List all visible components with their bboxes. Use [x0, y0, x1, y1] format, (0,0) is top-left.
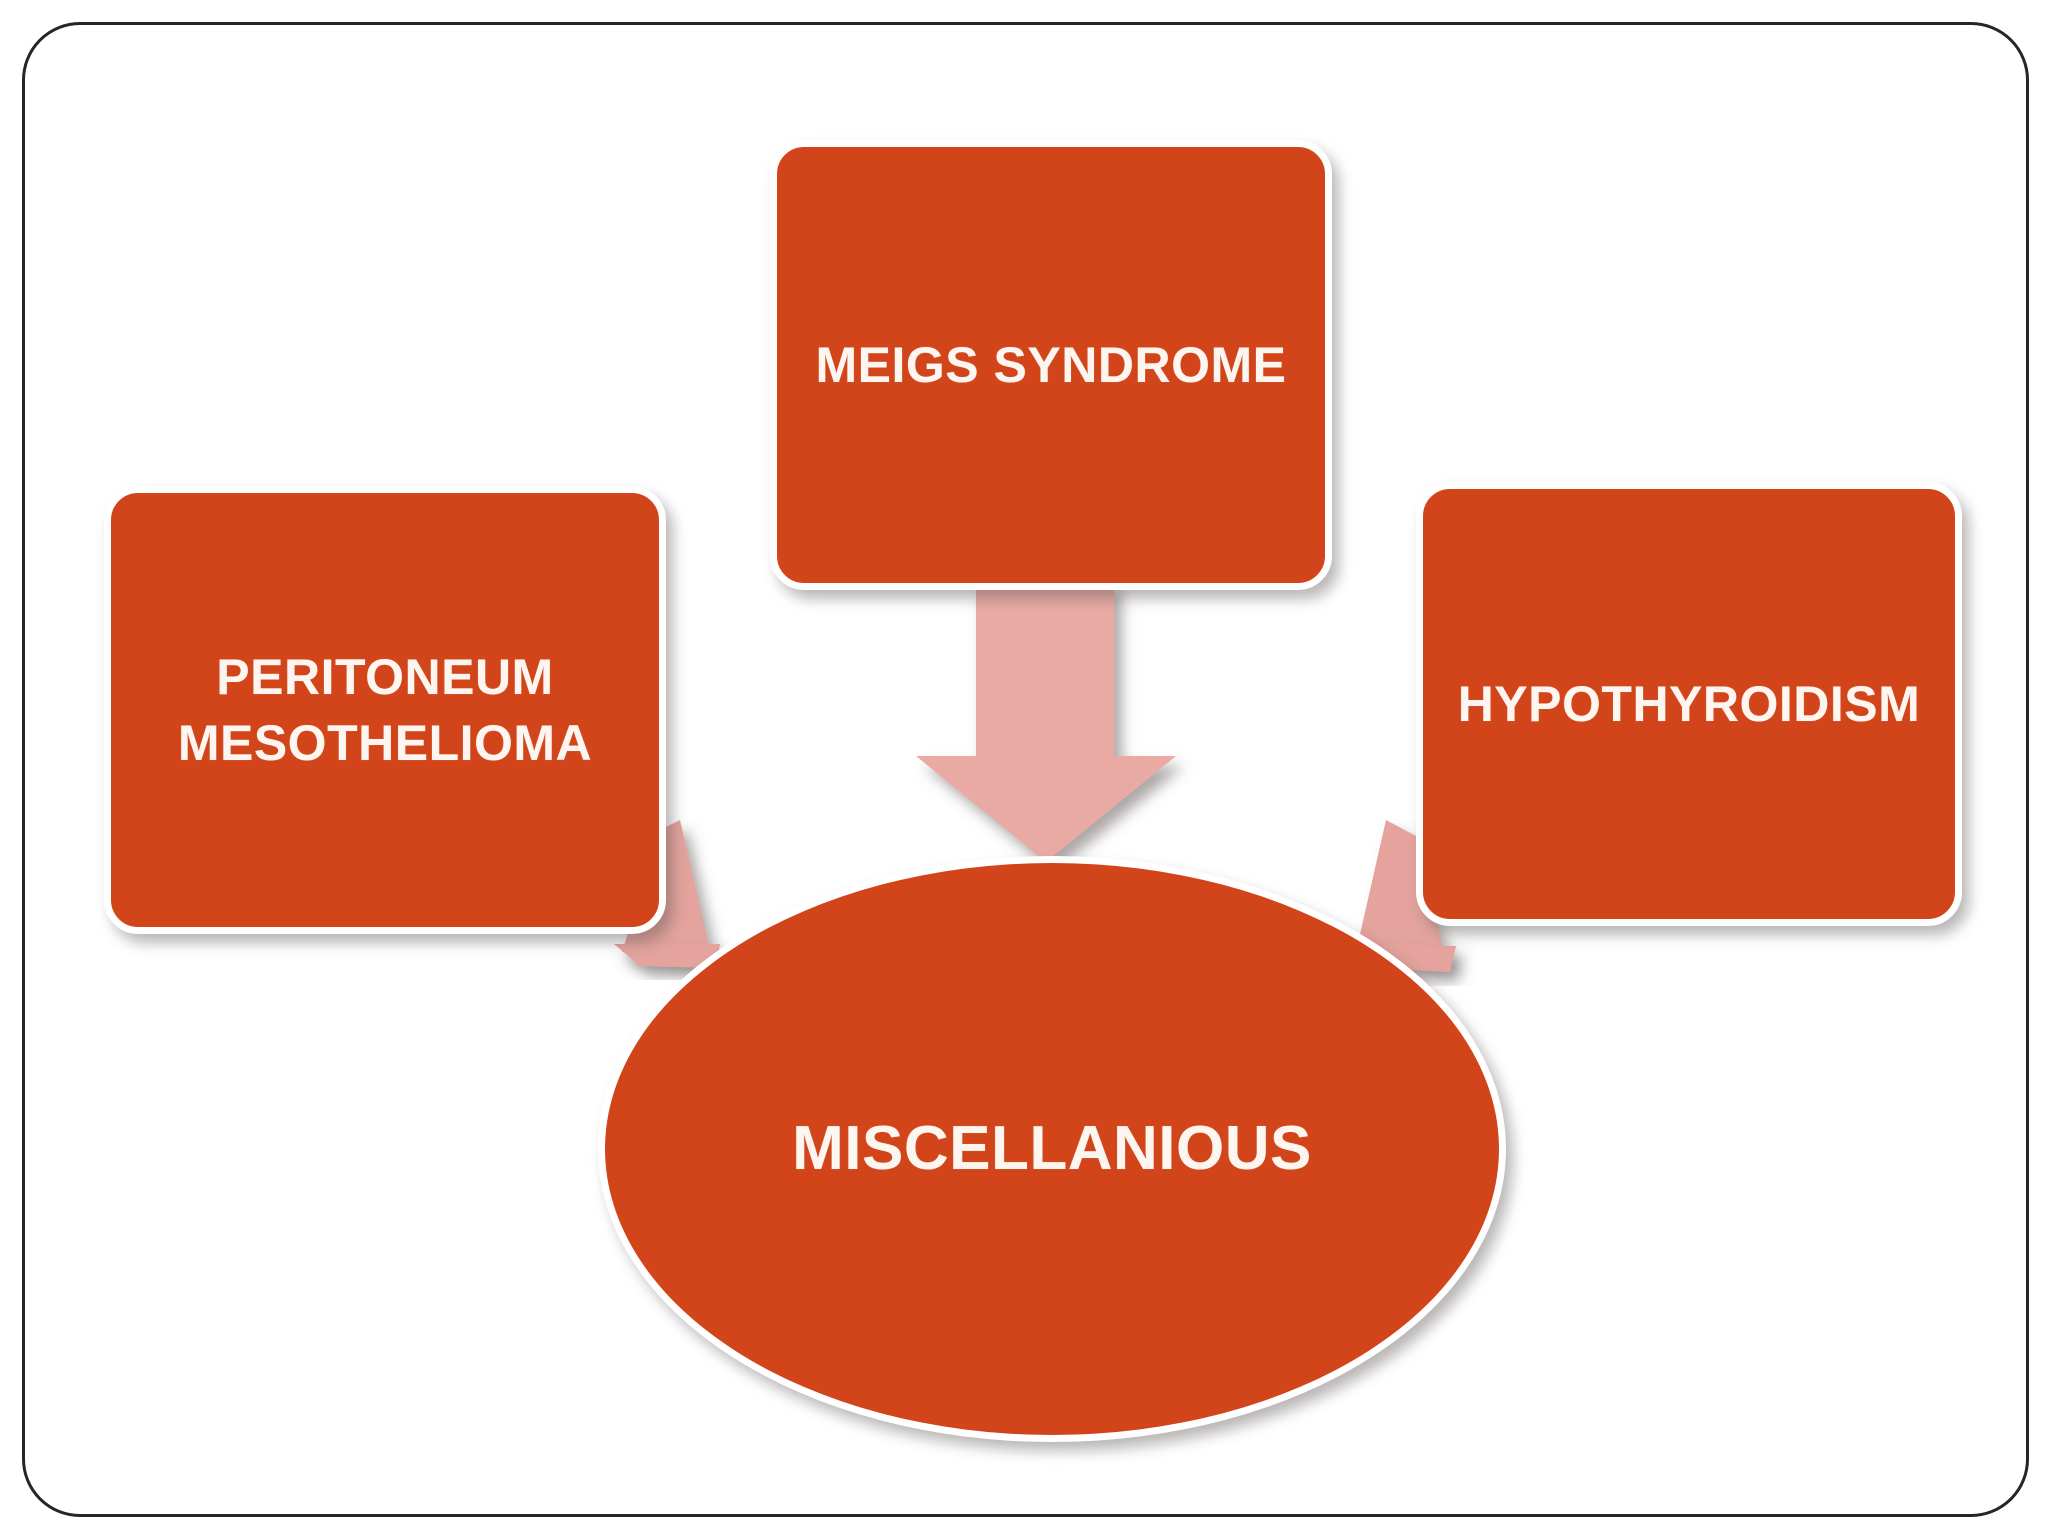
node-miscellanious-label: MISCELLANIOUS: [792, 1114, 1312, 1184]
node-hypothyroidism-label: HYPOTHYROIDISM: [1457, 676, 1921, 732]
node-peritoneum-mesothelioma-label: PERITONEUM MESOTHELIOMA: [177, 649, 593, 771]
node-peritoneum-mesothelioma[interactable]: PERITONEUM MESOTHELIOMA: [104, 486, 666, 934]
node-meigs-syndrome-label: MEIGS SYNDROME: [815, 337, 1287, 393]
arrow-peritoneum-head: [614, 944, 720, 968]
node-miscellanious[interactable]: MISCELLANIOUS: [598, 856, 1506, 1442]
arrow-meigs-to-center: [916, 580, 1176, 862]
node-meigs-syndrome[interactable]: MEIGS SYNDROME: [770, 140, 1332, 590]
arrow-hypothyroidism-to-center: [1356, 820, 1446, 962]
node-hypothyroidism[interactable]: HYPOTHYROIDISM: [1416, 482, 1962, 926]
